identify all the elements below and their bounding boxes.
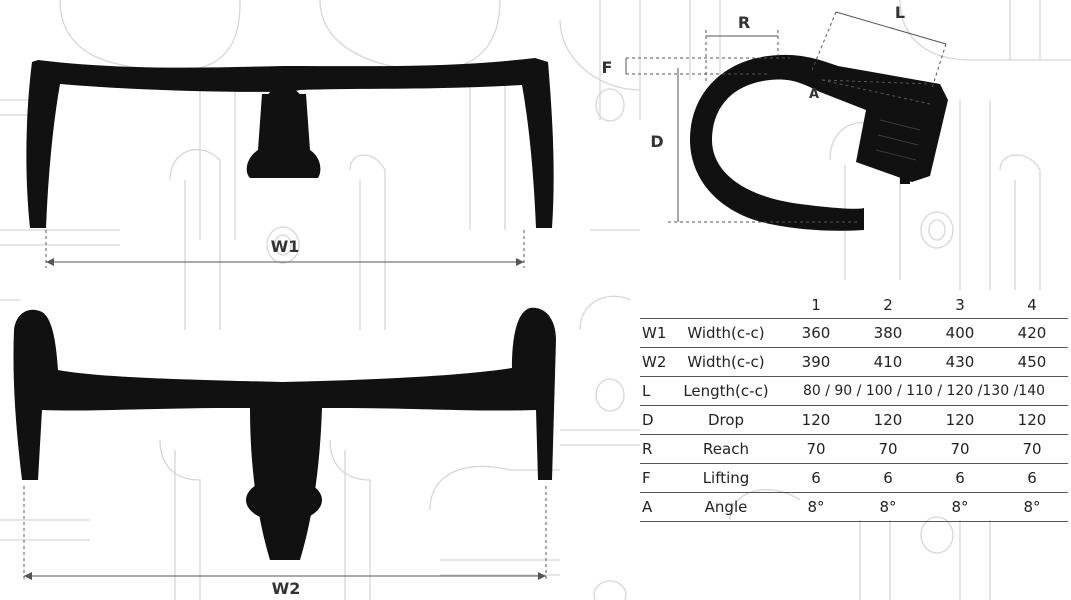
row-value: 8° [780,492,852,522]
w2-label: W2 [272,579,301,598]
row-value: 70 [852,434,924,464]
row-value-span: 80 / 90 / 100 / 110 / 120 /130 /140 [780,376,1068,406]
w1-dimension [45,230,525,268]
table-row-d: D Drop 120 120 120 120 [640,405,1068,435]
row-value: 360 [780,318,852,348]
table-row-l: L Length(c-c) 80 / 90 / 100 / 110 / 120 … [640,376,1068,406]
row-name: Width(c-c) [672,318,780,348]
row-name: Width(c-c) [672,347,780,377]
w1-label: W1 [271,237,300,256]
row-value: 8° [996,492,1068,522]
row-name: Angle [672,492,780,522]
row-value: 120 [852,405,924,435]
row-value: 6 [852,463,924,493]
r-label: R [738,13,750,32]
row-code: D [640,405,672,435]
row-code: R [640,434,672,464]
w2-dimension [23,486,547,582]
row-value: 120 [924,405,996,435]
table-row-w1: W1 Width(c-c) 360 380 400 420 [640,318,1068,348]
row-code: A [640,492,672,522]
row-code: W1 [640,318,672,348]
side-view-detail-lines [875,119,921,161]
row-value: 120 [780,405,852,435]
handlebar-front-view-top [26,58,554,228]
handlebar-side-view [690,54,948,231]
header-code [640,292,672,319]
row-value: 380 [852,318,924,348]
row-value: 70 [924,434,996,464]
row-value: 70 [996,434,1068,464]
row-value: 70 [780,434,852,464]
row-value: 8° [852,492,924,522]
row-value: 6 [996,463,1068,493]
size-spec-table: 1 2 3 4 W1 Width(c-c) 360 380 400 420 W2… [640,292,1068,522]
header-name [672,292,780,319]
row-value: 450 [996,347,1068,377]
l-label: L [895,3,905,22]
side-view-dimensions [625,11,947,223]
row-name: Drop [672,405,780,435]
table-row-a: A Angle 8° 8° 8° 8° [640,492,1068,522]
header-size-1: 1 [811,296,821,314]
d-label: D [650,132,663,151]
header-size-3: 3 [955,296,965,314]
row-name: Reach [672,434,780,464]
row-code: L [640,376,672,406]
row-value: 400 [924,318,996,348]
table-row-r: R Reach 70 70 70 70 [640,434,1068,464]
row-value: 390 [780,347,852,377]
row-value: 420 [996,318,1068,348]
a-label: A [809,87,819,102]
row-code: F [640,463,672,493]
row-value: 8° [924,492,996,522]
header-size-2: 2 [883,296,893,314]
header-size-4: 4 [1027,296,1037,314]
row-value: 430 [924,347,996,377]
table-header-row: 1 2 3 4 [640,292,1068,319]
row-code: W2 [640,347,672,377]
table-row-f: F Lifting 6 6 6 6 [640,463,1068,493]
row-value: 6 [924,463,996,493]
row-name: Length(c-c) [672,376,780,406]
row-value: 120 [996,405,1068,435]
row-name: Lifting [672,463,780,493]
f-label: F [602,58,613,77]
handlebar-front-view-bottom [13,307,557,560]
row-value: 410 [852,347,924,377]
table-row-w2: W2 Width(c-c) 390 410 430 450 [640,347,1068,377]
row-value: 6 [780,463,852,493]
